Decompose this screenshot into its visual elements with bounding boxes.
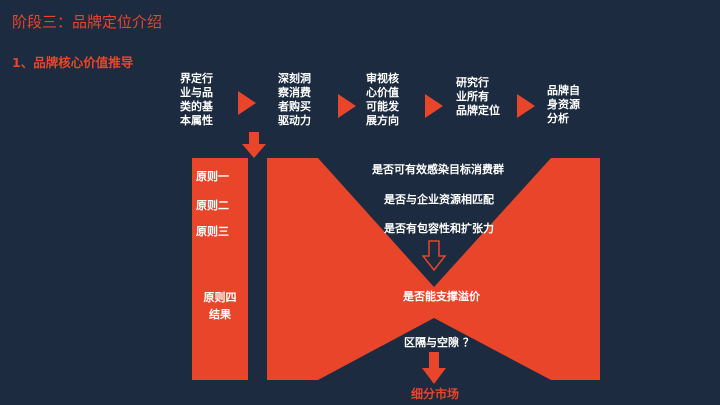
section-subtitle: 1、品牌核心价值推导 [12, 55, 134, 70]
step-1: 界定行 业与品 类的基 本属性 [180, 72, 228, 128]
step-3-line: 可能发 [366, 100, 399, 113]
step-1-line: 界定行 [180, 72, 213, 85]
criterion-1: 是否可有效感染目标消费群 [372, 163, 504, 176]
right-arrow-icon [338, 94, 356, 118]
step-1-line: 类的基 [180, 100, 213, 113]
step-5-line: 品牌自 [547, 84, 580, 97]
step-2: 深刻洞 察消费 者购买 驱动力 [278, 72, 326, 128]
step-4-line: 研究行 [456, 76, 489, 89]
step-3-line: 审视核 [366, 72, 399, 85]
step-4-line: 业所有 [456, 90, 489, 103]
step-4-line: 品牌定位 [456, 104, 500, 117]
step-4: 研究行 业所有 品牌定位 [456, 76, 516, 118]
principle-4: 原则四 结果 [196, 289, 244, 323]
funnel-shape [267, 158, 600, 380]
hollow-down-arrow-icon [421, 240, 447, 272]
step-3-line: 心价值 [366, 86, 399, 99]
result-label: 细分市场 [411, 387, 460, 401]
step-3: 审视核 心价值 可能发 展方向 [366, 72, 414, 128]
criterion-4: 是否能支撑溢价 [403, 290, 480, 303]
principles-column [192, 158, 248, 380]
step-1-line: 本属性 [180, 114, 213, 127]
principle-4-line: 结果 [209, 308, 231, 321]
principle-3: 原则三 [196, 225, 229, 238]
step-5: 品牌自 身资源 分析 [547, 84, 595, 126]
criterion-5: 区隔与空隙 ？ [404, 336, 474, 349]
criterion-2: 是否与企业资源相匹配 [384, 193, 494, 206]
slide-title: 阶段三：品牌定位介绍 [12, 13, 163, 31]
step-2-line: 驱动力 [278, 114, 311, 127]
step-2-line: 者购买 [278, 100, 311, 113]
step-2-line: 察消费 [278, 86, 311, 99]
step-3-line: 展方向 [366, 114, 399, 127]
principle-2: 原则二 [196, 199, 229, 212]
right-arrow-icon [517, 94, 535, 118]
right-arrow-icon [238, 91, 256, 115]
step-2-line: 深刻洞 [278, 72, 311, 85]
step-1-line: 业与品 [180, 86, 213, 99]
principle-1: 原则一 [196, 170, 229, 183]
principle-4-line: 原则四 [203, 291, 237, 304]
step-5-line: 分析 [547, 112, 569, 125]
step-5-line: 身资源 [547, 98, 580, 111]
down-arrow-icon [242, 132, 266, 158]
criterion-3: 是否有包容性和扩张力 [384, 222, 494, 235]
right-arrow-icon [425, 94, 443, 118]
down-arrow-icon [422, 352, 446, 384]
